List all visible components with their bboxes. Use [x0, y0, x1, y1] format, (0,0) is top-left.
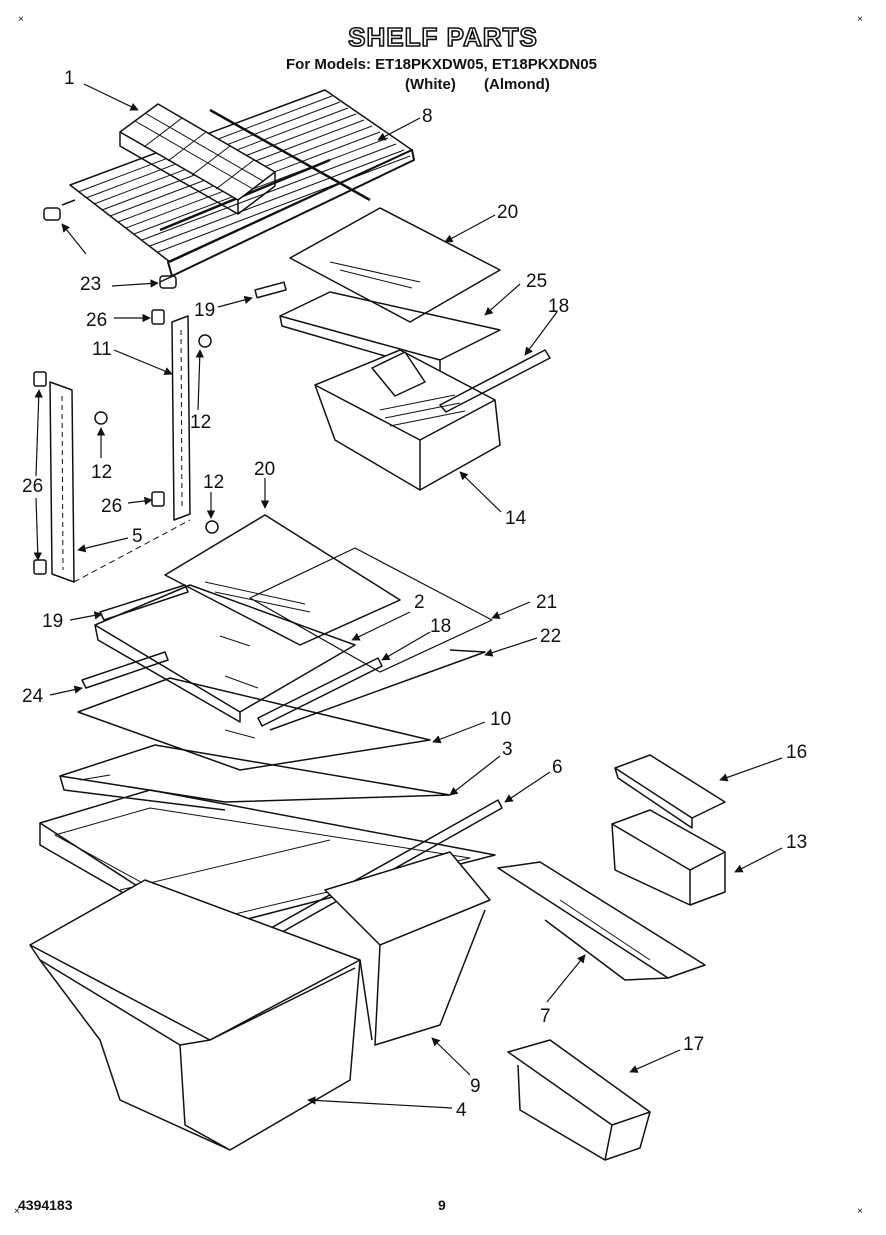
- crisper-drawer-upper: [314, 349, 551, 491]
- callout-24: 24: [22, 686, 44, 707]
- callout-14: 14: [505, 508, 527, 529]
- callout-labels: 1 8 23 23 20 25 18 19 26 11 12 12 26 14 …: [22, 68, 807, 1121]
- callout-2: 2: [414, 592, 425, 613]
- door-bin: [507, 1039, 651, 1161]
- callout-12: 12: [91, 462, 112, 483]
- glass-shelf-top: [164, 514, 401, 646]
- shelf-pin-lower: [159, 275, 177, 289]
- page-title: SHELF PARTS: [347, 21, 538, 53]
- callout-9: 9: [470, 1076, 481, 1097]
- crisper-cover-frame: [254, 281, 501, 373]
- variant-white: (White): [405, 76, 456, 93]
- callout-10: 10: [490, 709, 511, 730]
- bin-rail-tray: [497, 861, 706, 981]
- crisper-drawer-large: [29, 879, 361, 1151]
- variant-almond: (Almond): [484, 76, 550, 93]
- callout-19: 19: [42, 611, 63, 632]
- shelf-trim-strip: [81, 649, 486, 731]
- callout-21: 21: [536, 592, 557, 613]
- bin-cover: [614, 754, 726, 829]
- callout-7: 7: [540, 1006, 551, 1027]
- callout-5: 5: [132, 526, 143, 547]
- callout-17: 17: [683, 1034, 704, 1055]
- shelf-rail-center: [151, 309, 191, 521]
- callout-12: 12: [190, 412, 211, 433]
- callout-1: 1: [64, 68, 75, 89]
- document-number: 4394183: [18, 1197, 73, 1213]
- models-line: For Models: ET18PKXDW05, ET18PKXDN05: [286, 56, 597, 73]
- callout-leaders: [33, 83, 783, 1109]
- callout-8: 8: [422, 106, 433, 127]
- color-variants: (White) (Almond): [405, 76, 574, 93]
- corner-mark: ×: [857, 14, 863, 25]
- corner-mark: ×: [857, 1206, 863, 1217]
- callout-22: 22: [540, 626, 561, 647]
- callout-18: 18: [430, 616, 451, 637]
- callout-4: 4: [456, 1100, 467, 1121]
- corner-mark: ×: [14, 1206, 20, 1217]
- callout-26: 26: [101, 496, 122, 517]
- callout-26: 26: [86, 310, 107, 331]
- shelf-glass-bottom: [59, 744, 451, 811]
- crisper-cover-glass-upper: [289, 207, 501, 323]
- callout-11: 11: [92, 339, 112, 360]
- callout-16: 16: [786, 742, 807, 763]
- callout-3: 3: [502, 739, 513, 760]
- ice-cube-tray: [119, 103, 276, 215]
- glass-shelf-large: [249, 547, 493, 673]
- callout-18: 18: [548, 296, 569, 317]
- crisper-drawer-small: [324, 851, 491, 1046]
- shelf-rail-screws: [94, 334, 219, 534]
- page-number: 9: [438, 1197, 446, 1213]
- storage-bin: [611, 809, 726, 906]
- shelf-pin-upper: [43, 207, 61, 221]
- callout-20: 20: [254, 459, 275, 480]
- callout-19: 19: [194, 300, 215, 321]
- callout-25: 25: [526, 271, 547, 292]
- callout-13: 13: [786, 832, 807, 853]
- callout-6: 6: [552, 757, 563, 778]
- callout-20: 20: [497, 202, 518, 223]
- callout-23: 23: [80, 274, 101, 295]
- callout-12: 12: [203, 472, 224, 493]
- callout-26: 26: [22, 476, 43, 497]
- corner-mark: ×: [18, 14, 24, 25]
